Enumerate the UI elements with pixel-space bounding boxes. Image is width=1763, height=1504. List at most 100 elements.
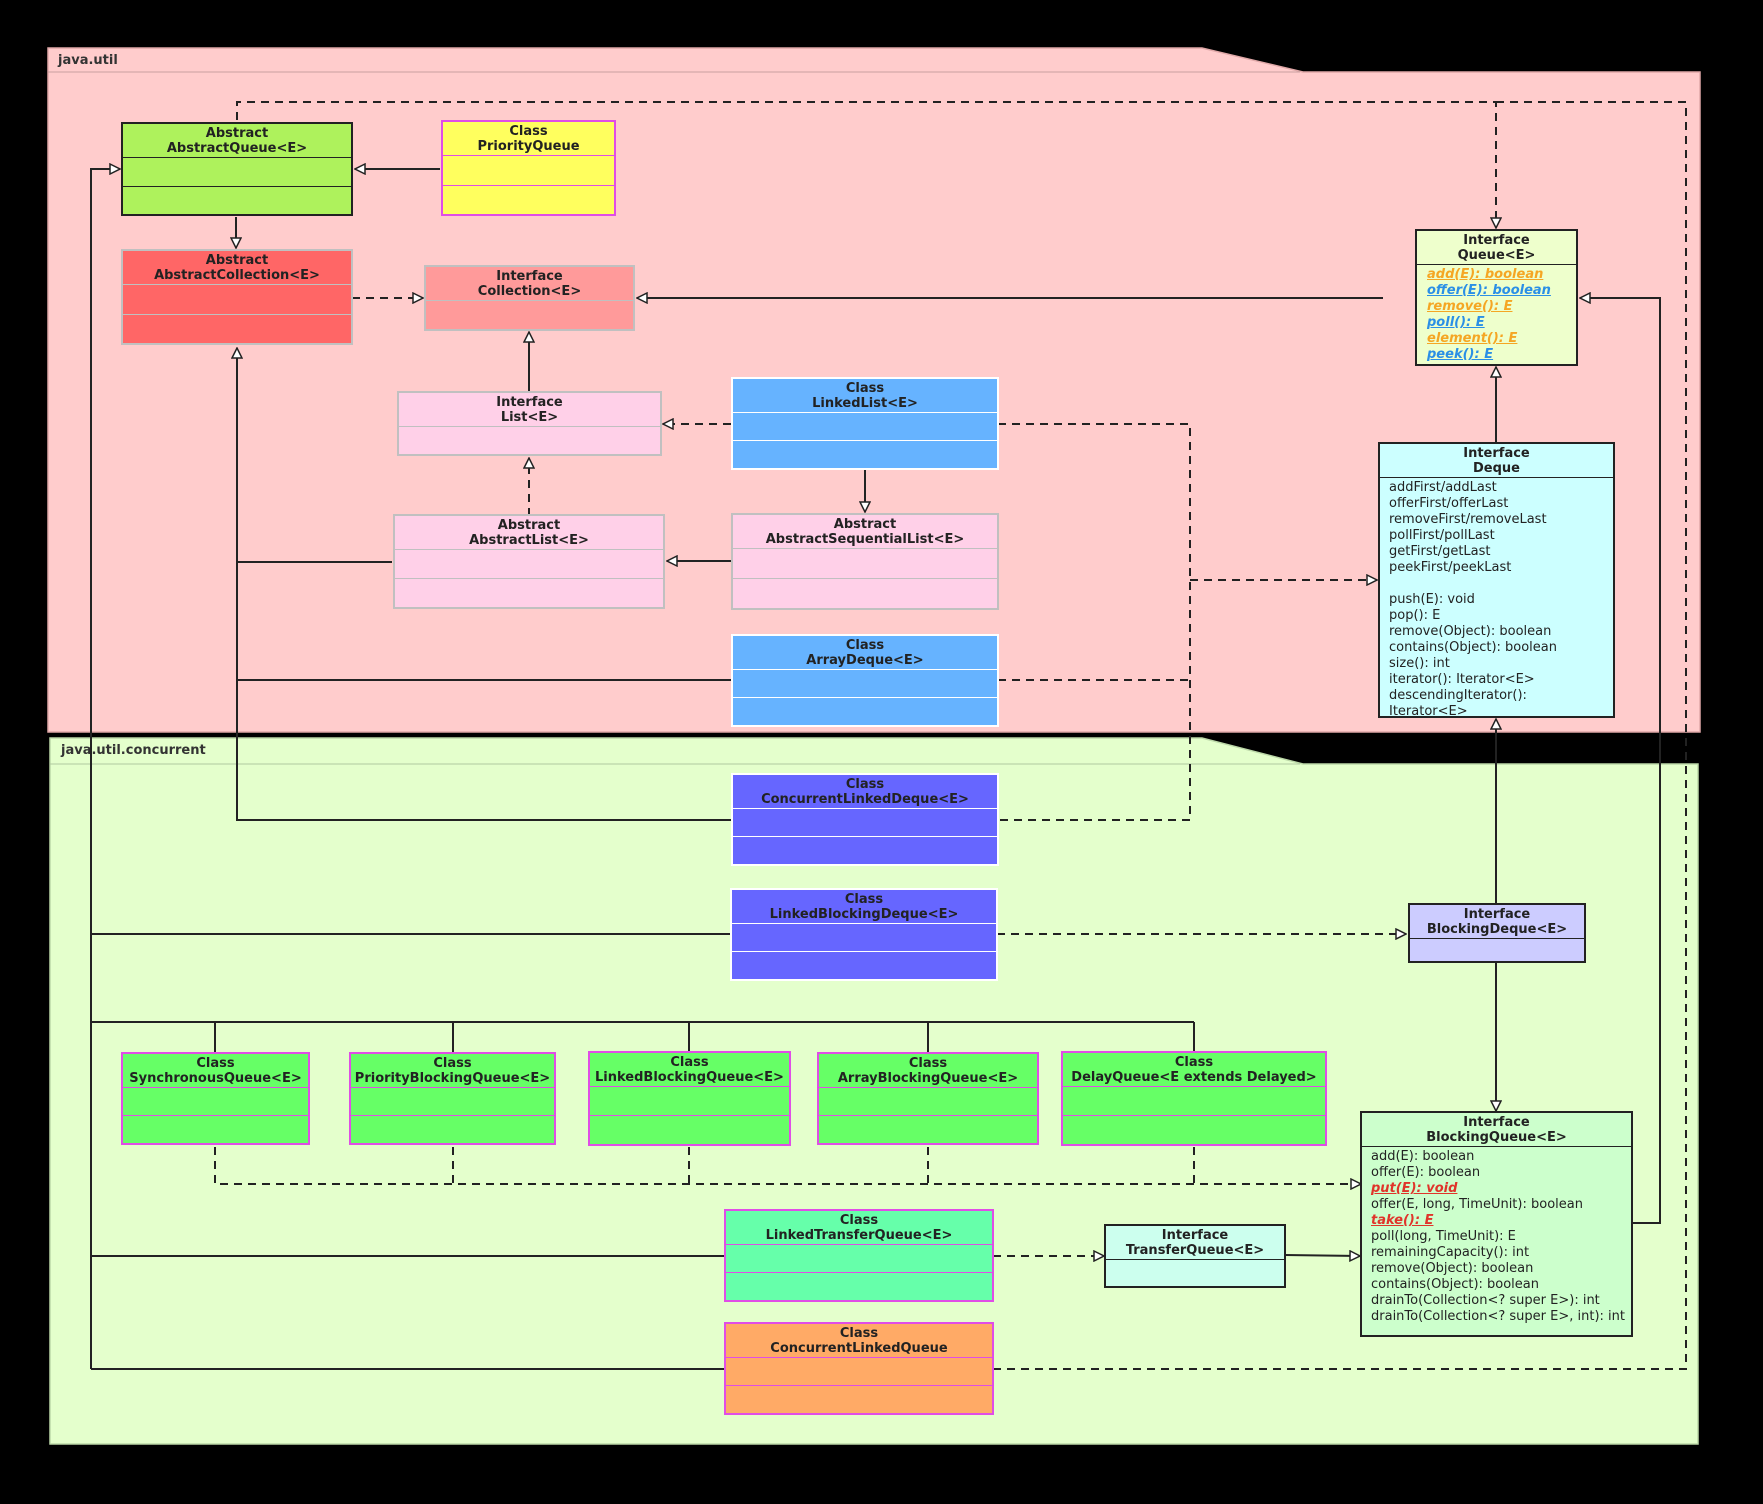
member: Iterator<E> <box>1389 704 1468 718</box>
stereotype: Abstract <box>205 126 269 141</box>
member: poll(): E <box>1427 315 1485 330</box>
member: size(): int <box>1389 656 1450 671</box>
member: push(E): void <box>1389 592 1475 607</box>
member: contains(Object): boolean <box>1371 1277 1539 1292</box>
class-name: Deque <box>1473 461 1520 476</box>
member: poll(long, TimeUnit): E <box>1371 1229 1516 1244</box>
member: offer(E): boolean <box>1371 1165 1481 1180</box>
stereotype: Class <box>670 1055 709 1070</box>
member: pollFirst/pollLast <box>1389 528 1495 543</box>
member: remove(Object): boolean <box>1371 1261 1534 1276</box>
member: drainTo(Collection<? super E>, int): int <box>1371 1309 1625 1324</box>
member: offerFirst/offerLast <box>1389 496 1509 511</box>
member: add(E): boolean <box>1427 267 1544 282</box>
member: put(E): void <box>1371 1181 1458 1196</box>
stereotype: Class <box>1174 1055 1214 1070</box>
member: contains(Object): boolean <box>1389 640 1557 655</box>
stereotype: Class <box>845 381 885 396</box>
class-name: BlockingQueue<E> <box>1426 1130 1567 1145</box>
class-name: ConcurrentLinkedQueue <box>770 1341 948 1356</box>
class-name: DelayQueue<E extends Delayed> <box>1071 1070 1317 1085</box>
member: element(): E <box>1427 331 1518 346</box>
class-name: PriorityBlockingQueue<E> <box>354 1071 551 1086</box>
class-name: LinkedTransferQueue<E> <box>765 1228 953 1243</box>
stereotype: Class <box>433 1056 472 1071</box>
stereotype: Interface <box>1463 907 1531 922</box>
member: offer(E, long, TimeUnit): boolean <box>1371 1197 1583 1212</box>
class-name: ArrayDeque<E> <box>806 653 924 668</box>
class-name: AbstractQueue<E> <box>166 141 308 156</box>
class-name: ConcurrentLinkedDeque<E> <box>761 792 969 807</box>
member <box>1389 576 1604 592</box>
stereotype: Abstract <box>833 517 897 532</box>
class-name: Collection<E> <box>477 284 582 299</box>
stereotype: Interface <box>496 269 563 284</box>
member: descendingIterator(): <box>1389 688 1527 703</box>
stereotype: Interface <box>1161 1228 1229 1243</box>
class-name: Queue<E> <box>1457 248 1536 263</box>
member: peek(): E <box>1427 347 1494 362</box>
package-label: java.util <box>58 53 118 68</box>
class-name: AbstractList<E> <box>469 533 589 548</box>
member: add(E): boolean <box>1371 1149 1475 1164</box>
stereotype: Class <box>908 1056 948 1071</box>
package-label: java.util.concurrent <box>61 743 206 758</box>
stereotype: Class <box>845 638 885 653</box>
member: peekFirst/peekLast <box>1389 560 1512 575</box>
member: drainTo(Collection<? super E>): int <box>1371 1293 1600 1308</box>
class-name: List<E> <box>500 410 559 425</box>
stereotype: Class <box>845 777 885 792</box>
member: offer(E): boolean <box>1427 283 1551 298</box>
class-name: AbstractSequentialList<E> <box>765 532 965 547</box>
member: iterator(): Iterator<E> <box>1389 672 1535 687</box>
class-name: LinkedBlockingDeque<E> <box>769 907 959 922</box>
member: pop(): E <box>1389 608 1441 623</box>
stereotype: Class <box>839 1326 879 1341</box>
class-name: LinkedList<E> <box>812 396 918 411</box>
stereotype: Class <box>196 1056 235 1071</box>
member: addFirst/addLast <box>1389 480 1497 495</box>
member: remainingCapacity(): int <box>1371 1245 1530 1260</box>
member: remove(Object): boolean <box>1389 624 1552 639</box>
stereotype: Class <box>839 1213 879 1228</box>
stereotype: Abstract <box>497 518 561 533</box>
stereotype: Class <box>844 892 884 907</box>
stereotype: Interface <box>1463 233 1530 248</box>
stereotype: Interface <box>496 395 563 410</box>
class-name: AbstractCollection<E> <box>154 268 320 283</box>
class-name: ArrayBlockingQueue<E> <box>837 1071 1019 1086</box>
class-name: BlockingDeque<E> <box>1426 922 1568 937</box>
stereotype: Class <box>509 124 548 139</box>
class-name: TransferQueue<E> <box>1125 1243 1265 1258</box>
member: removeFirst/removeLast <box>1389 512 1547 527</box>
class-name: PriorityQueue <box>477 139 580 154</box>
member: getFirst/getLast <box>1389 544 1491 559</box>
